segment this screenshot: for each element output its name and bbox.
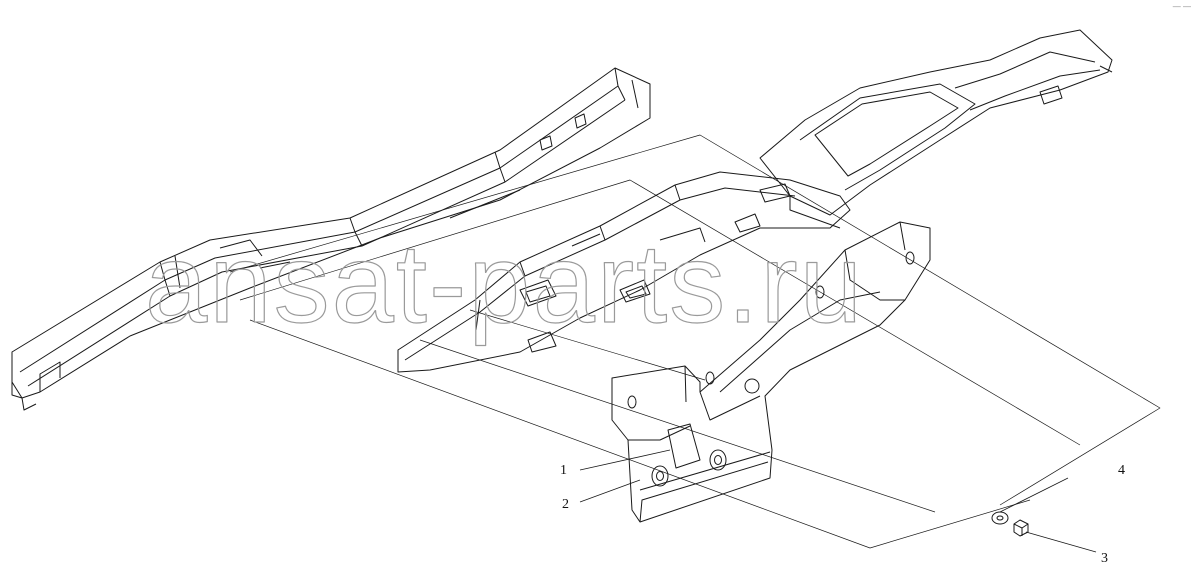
left-frame-rail	[11, 67, 651, 411]
watermark: ansat-parts.ru	[145, 221, 864, 346]
callout-1: 1	[560, 463, 567, 478]
bracket-assembly	[611, 221, 931, 523]
callout-4: 4	[1118, 463, 1125, 478]
leader-lines	[579, 449, 1097, 553]
callout-2: 2	[562, 497, 569, 512]
rear-cross-member	[759, 29, 1113, 229]
washer-and-nut	[991, 511, 1029, 537]
corner-mark: — ―	[1172, 2, 1191, 11]
assembly-lines	[229, 134, 1161, 549]
center-cross-member	[397, 171, 851, 373]
callout-3: 3	[1101, 551, 1108, 566]
